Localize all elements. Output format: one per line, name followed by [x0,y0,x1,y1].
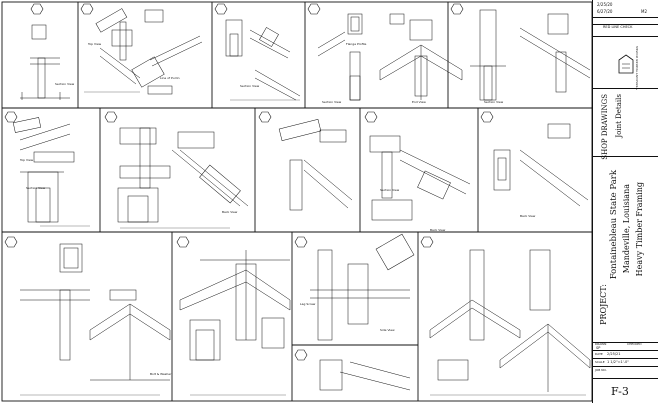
label-section-view-5: Section View [380,188,400,192]
date-label: DATE [595,352,603,356]
drawn-label: DRAWN [595,342,607,346]
sheet-type: SHOP DRAWINGS [601,94,609,160]
label-section-view-3: Section View [484,100,504,104]
drawing-status: RED LINE CHECK [603,25,633,29]
title-block: 2/25/20 6/27/20 M2 RED LINE CHECK VERMON… [592,0,658,403]
revision-date-2: 6/27/20 [597,9,613,14]
label-back-view-2: Back View [430,228,446,232]
company-logo-icon [618,54,634,74]
label-back-view-1: Back View [222,210,238,214]
revision-mark: M2 [641,9,647,14]
label-section-view-4: Section View [26,186,46,190]
scale-value: 1 1/2"=1'-0" [607,359,629,364]
sheet-number-block: F-3 [593,378,658,404]
label-bolt-washer: Bolt & Washer [150,372,172,376]
checked-label: CHECKED [627,342,642,346]
drawing-info: DRAWN SP CHECKED DATE 2/25/21 SCALE 1 1/… [593,342,658,376]
drawn-by: SP [596,346,601,350]
label-top-view-1: Top View [88,42,102,46]
label-side-view-1: Side View [380,328,395,332]
revision-table: 2/25/20 6/27/20 M2 RED LINE CHECK [593,0,658,37]
company-block: VERMONT TIMBER WORKS [593,36,658,90]
label-line-of-purlin: Line of Purlin [160,76,180,80]
label-flange-profile: Flange Profile [346,42,367,46]
label-section-view-2: Section View [322,100,342,104]
joint-details-drawing [1,1,592,402]
sheet-subject: Joint Details [615,94,623,138]
project-label: PROJECT: [599,284,608,325]
label-lag-screw: Lag Screw [300,302,316,306]
project-scope: Heavy Timber Framing [635,182,644,277]
project-name: Fontainebleau State Park [609,170,619,280]
company-logo-text: VERMONT TIMBER WORKS [635,46,639,90]
label-concrete: Section View [55,82,75,86]
sheet-description: SHOP DRAWINGS Joint Details [593,88,658,160]
label-top-view-2: Top View [20,158,34,162]
project-block: PROJECT: Fontainebleau State Park Mandev… [593,156,658,343]
date-value: 2/25/21 [607,351,621,356]
label-back-view-3: Back View [520,214,536,218]
sheet-number: F-3 [611,385,629,398]
label-end-view-1: End View [412,100,426,104]
label-section-view-1: Section View [240,84,260,88]
job-label: JOB NO. [595,368,607,372]
scale-label: SCALE [595,360,605,364]
project-location: Mandeville, Louisiana [622,184,631,274]
revision-date: 2/25/20 [597,2,613,7]
